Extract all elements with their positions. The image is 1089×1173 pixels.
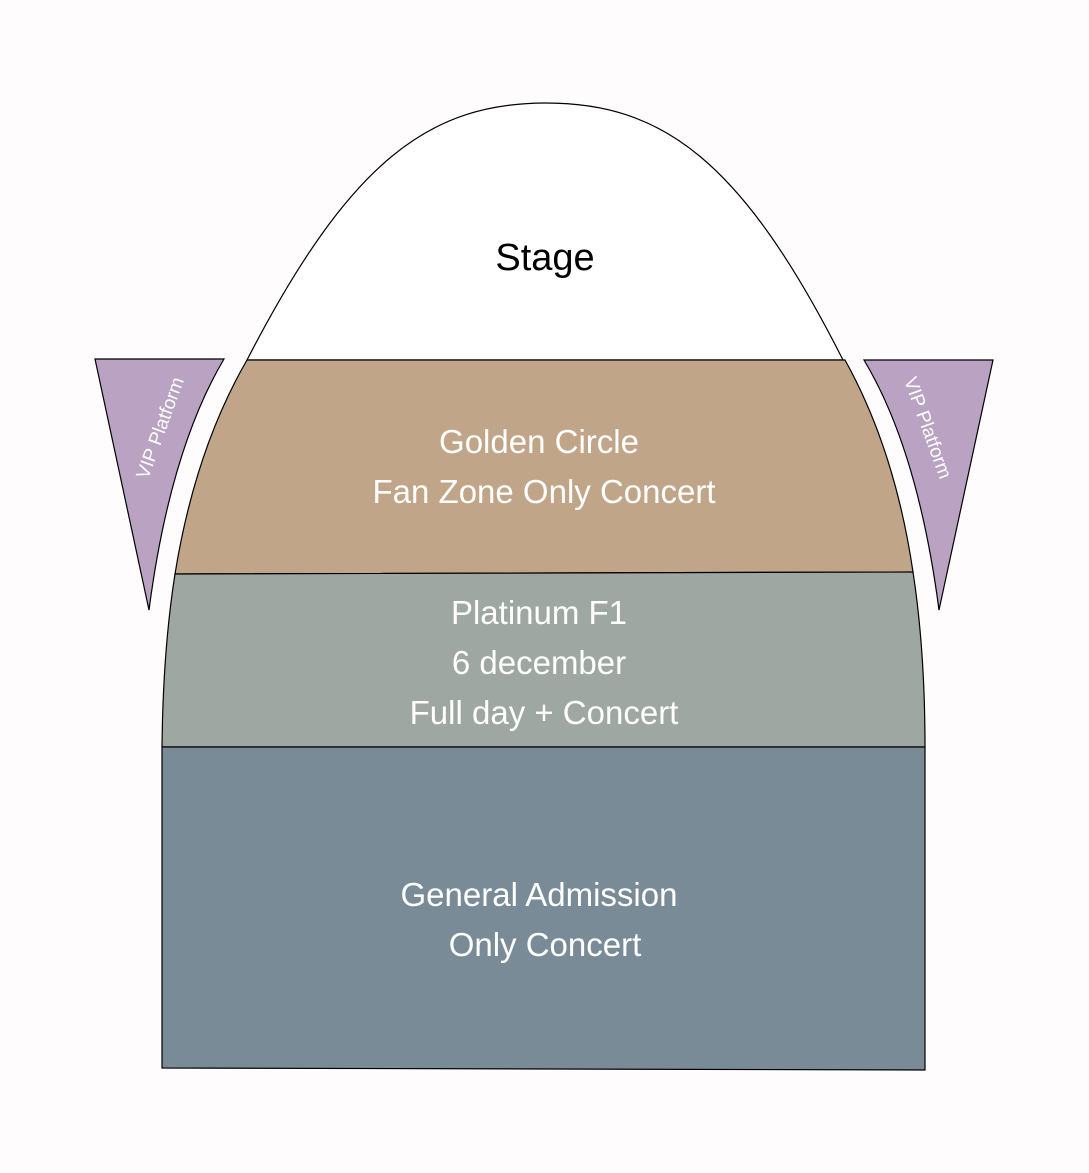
general-admission-sublabel: Only Concert xyxy=(449,926,642,963)
golden-circle-zone[interactable] xyxy=(174,359,914,575)
stage-label: Stage xyxy=(495,237,594,279)
golden-circle-sublabel: Fan Zone Only Concert xyxy=(373,473,716,510)
vip-platform-right[interactable] xyxy=(862,359,994,611)
platinum-sublabel: Full day + Concert xyxy=(410,694,679,731)
general-admission-label: General Admission xyxy=(401,876,678,913)
stage-area[interactable] xyxy=(246,102,844,361)
platinum-label: Platinum F1 xyxy=(451,594,627,631)
general-admission-zone[interactable] xyxy=(161,746,926,1071)
platinum-date: 6 december xyxy=(452,644,626,681)
vip-platform-left[interactable] xyxy=(94,358,226,611)
golden-circle-label: Golden Circle xyxy=(439,423,639,460)
